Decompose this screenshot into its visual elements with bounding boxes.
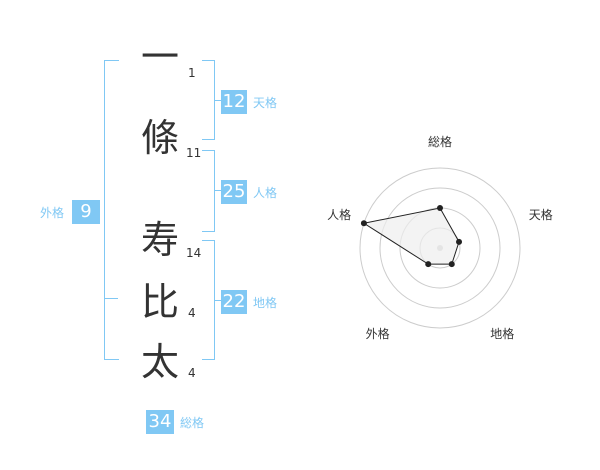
name-char-2: 條: [140, 116, 179, 160]
jinkaku-label: 人格: [253, 186, 278, 200]
radar-axis-label-5: 人格: [327, 207, 351, 222]
tenkaku-value: 12: [221, 90, 247, 114]
radar-point-2: [456, 238, 463, 245]
name-char-5: 太: [140, 340, 179, 384]
name-char-1: 一: [140, 35, 179, 79]
chikaku-label: 地格: [253, 296, 278, 310]
gaikaku-label: 外格: [40, 206, 65, 220]
stroke-count-3: 14: [186, 246, 202, 260]
radar-axis-label-2: 天格: [529, 207, 553, 222]
stroke-count-4: 4: [188, 306, 196, 320]
name-char-4: 比: [140, 280, 179, 324]
radar-ring-3: [379, 187, 501, 309]
radar-point-4: [425, 261, 432, 268]
radar-axis-label-1: 総格: [428, 134, 452, 149]
gaikaku-value: 9: [72, 200, 100, 224]
stroke-count-1: 1: [188, 66, 196, 80]
radar-axis-label-4: 外格: [366, 326, 390, 341]
name-char-3: 寿: [140, 218, 179, 262]
chikaku-value: 22: [221, 290, 247, 314]
gaikaku-bracket: [104, 60, 119, 360]
jinkaku-tick: [214, 190, 222, 191]
radar-polygon: [362, 207, 460, 265]
radar-point-1: [437, 205, 443, 211]
stroke-count-2: 11: [186, 146, 202, 160]
stroke-count-5: 4: [188, 366, 196, 380]
radar-ring-4: [359, 167, 521, 329]
chikaku-tick: [214, 300, 222, 301]
radar-point-5: [360, 220, 367, 227]
tenkaku-label: 天格: [253, 96, 278, 110]
tenkaku-tick: [214, 100, 222, 101]
jinkaku-bracket: [202, 150, 215, 232]
radar-point-3: [448, 261, 455, 268]
gaikaku-inner-tick: [104, 298, 118, 299]
radar-axis-label-3: 地格: [490, 326, 514, 341]
soukaku-value: 34: [146, 410, 174, 434]
jinkaku-value: 25: [221, 180, 247, 204]
soukaku-label: 総格: [180, 416, 205, 430]
